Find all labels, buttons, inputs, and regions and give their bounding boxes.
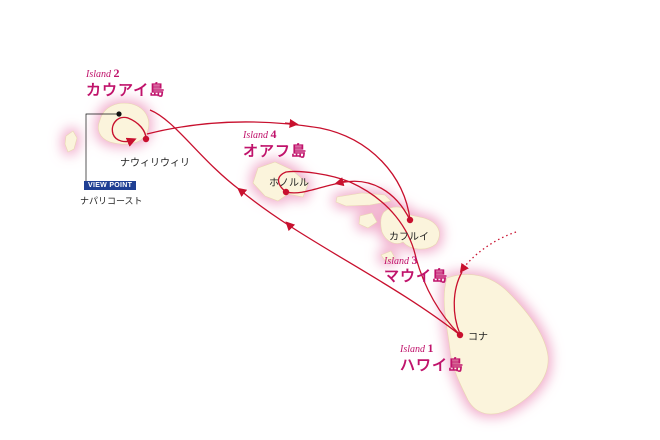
island-1-name: ハワイ島 [400, 356, 465, 374]
route-kauai-to-kahului-arrow [284, 118, 299, 128]
kahului-port-label: カフルイ [389, 232, 429, 243]
island-4-number: Island 4 [243, 127, 277, 142]
kona-port-dot [456, 331, 464, 339]
island-2-name: カウアイ島 [86, 81, 166, 99]
approach-route-solid [453, 271, 463, 335]
island-4-name: オアフ島 [243, 142, 308, 160]
nawiliwili-port-label: ナウィリウィリ [120, 158, 190, 169]
kahoolawe-island [380, 250, 396, 263]
kona-port-label: コナ [468, 332, 488, 343]
viewpoint-badge: VIEW POINT [84, 181, 137, 190]
island-1-prefix: Island [400, 344, 425, 355]
island-3-name: マウイ島 [384, 267, 449, 285]
cruise-routes [146, 109, 517, 336]
route-kona-to-kauai [149, 109, 461, 336]
island-3-digit: 3 [411, 253, 418, 267]
island-2-number: Island 2 [86, 66, 120, 81]
route-kauai-to-kahului [146, 121, 411, 221]
oahu-island [252, 161, 309, 202]
molokai-island [335, 192, 392, 207]
route-kahului-to-honolulu [285, 180, 411, 221]
islands-layer [64, 102, 549, 415]
island-3-number: Island 3 [384, 253, 418, 268]
island-2-prefix: Island [86, 69, 111, 80]
viewpoint-name: ナパリコースト [80, 197, 143, 207]
route-kahului-to-honolulu-arrow [334, 177, 347, 187]
island-3-prefix: Island [384, 256, 409, 267]
niihau-island [64, 130, 78, 153]
route-kona-to-kauai-arrow [285, 221, 296, 232]
island-2-digit: 2 [113, 66, 120, 80]
kauai-island [98, 102, 150, 145]
honolulu-port-dot [282, 188, 290, 196]
island-1-number: Island 1 [400, 341, 434, 356]
kauai-loop-route [111, 116, 147, 147]
route-honolulu-to-kona [277, 170, 461, 336]
honolulu-port-label: ホノルル [269, 178, 309, 189]
lanai-island [358, 212, 378, 229]
island-4-prefix: Island [243, 130, 268, 141]
hawaii-island [443, 274, 549, 415]
viewpoint-leader-line [85, 113, 119, 182]
approach-route [459, 231, 517, 273]
nawiliwili-port-dot [142, 135, 150, 143]
island-1-digit: 1 [427, 341, 434, 355]
kahului-port-dot [406, 216, 414, 224]
island-4-digit: 4 [270, 127, 277, 141]
